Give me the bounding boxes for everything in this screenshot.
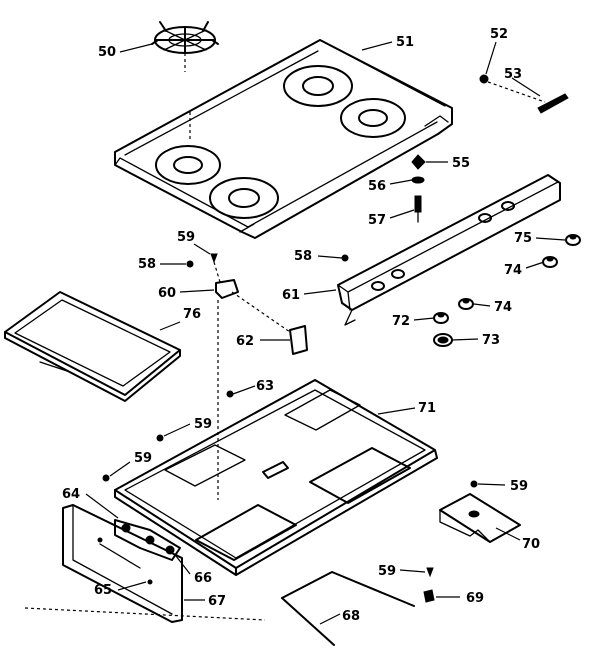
part-label-64: 64	[62, 487, 80, 502]
part-label-57: 57	[368, 213, 386, 228]
part-label-59-top: 59	[177, 230, 195, 245]
leader-lines	[85, 41, 566, 625]
part-label-75: 75	[514, 231, 532, 246]
part-label-59-mid2: 59	[134, 451, 152, 466]
glass-tray-part	[4, 291, 181, 402]
heat-shield-part	[439, 493, 521, 543]
front-control-panel-part	[62, 504, 183, 623]
part-label-67: 67	[208, 594, 226, 609]
part-label-63: 63	[256, 379, 274, 394]
part-label-73: 73	[482, 333, 500, 348]
part-label-71: 71	[418, 401, 436, 416]
part-label-50: 50	[98, 45, 116, 60]
burner-caps-parts	[433, 234, 581, 347]
part-label-69: 69	[466, 591, 484, 606]
burner-grate-part	[151, 21, 219, 72]
part-label-62: 62	[236, 334, 254, 349]
manifold-rail-part	[337, 174, 561, 326]
part-label-61: 61	[282, 288, 300, 303]
part-label-56: 56	[368, 179, 386, 194]
part-label-58-left: 58	[138, 257, 156, 272]
cooktop-main-top-part	[114, 39, 453, 239]
burner-base-pan-part	[114, 379, 438, 576]
valve-stack-parts	[411, 154, 426, 223]
brackets-and-screws-parts	[186, 253, 349, 500]
part-label-70: 70	[522, 537, 540, 552]
part-label-51: 51	[396, 35, 414, 50]
knob-and-rod-parts	[479, 74, 569, 114]
part-labels: 50 51 52 53 55 56 57 58 58 59 60 61 62 6…	[62, 27, 540, 624]
part-label-55: 55	[452, 156, 470, 171]
part-label-58-right: 58	[294, 249, 312, 264]
part-label-68: 68	[342, 609, 360, 624]
part-label-72: 72	[392, 314, 410, 329]
part-label-74-low: 74	[494, 300, 512, 315]
rod-and-clip-parts	[102, 434, 478, 646]
part-label-74-high: 74	[504, 263, 522, 278]
bottom-edge-line	[24, 607, 266, 621]
part-label-59-right: 59	[510, 479, 528, 494]
part-label-59-low: 59	[378, 564, 396, 579]
part-label-60: 60	[158, 286, 176, 301]
part-label-66: 66	[194, 571, 212, 586]
part-label-53: 53	[504, 67, 522, 82]
part-label-76: 76	[183, 307, 201, 322]
part-label-65: 65	[94, 583, 112, 598]
part-label-59-mid1: 59	[194, 417, 212, 432]
part-label-52: 52	[490, 27, 508, 42]
